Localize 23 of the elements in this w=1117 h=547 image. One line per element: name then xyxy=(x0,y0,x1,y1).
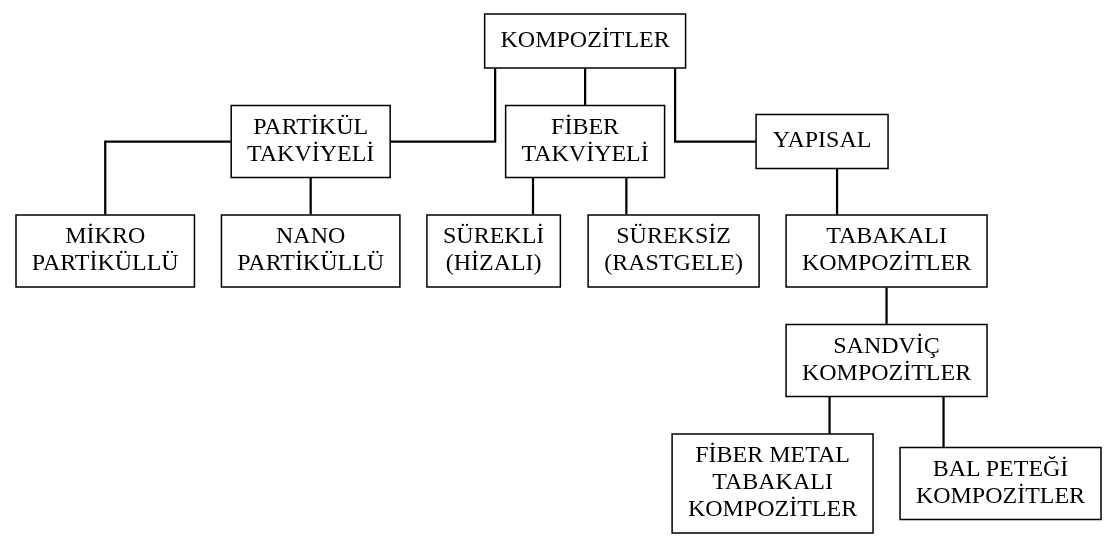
node-box: FİBER TAKVİYELİ xyxy=(504,104,666,179)
node-box: SÜREKLİ (HİZALI) xyxy=(426,214,562,288)
connector xyxy=(942,396,945,448)
connector xyxy=(673,68,756,143)
node-box: BAL PETEĞİ KOMPOZİTLER xyxy=(899,446,1102,521)
node-box: MİKRO PARTİKÜLLÜ xyxy=(15,214,196,288)
node-box: KOMPOZİTLER xyxy=(483,13,687,69)
node-box: PARTİKÜL TAKVİYELİ xyxy=(230,104,391,179)
node-box: SANDVİÇ KOMPOZİTLER xyxy=(785,323,988,398)
node-box: TABAKALI KOMPOZİTLER xyxy=(785,214,988,288)
connector xyxy=(584,68,587,106)
connector xyxy=(835,168,839,215)
connector xyxy=(531,178,535,215)
connector xyxy=(828,396,831,434)
connector xyxy=(625,178,628,215)
node-box: NANO PARTİKÜLLÜ xyxy=(220,214,401,288)
node-box: FİBER METAL TABAKALI KOMPOZİTLER xyxy=(671,433,874,534)
node-box: YAPISAL xyxy=(755,113,889,170)
connector xyxy=(309,178,312,215)
connector xyxy=(390,68,497,143)
connector xyxy=(885,287,888,324)
connector xyxy=(104,140,231,215)
node-box: SÜREKSİZ (RASTGELE) xyxy=(587,214,760,288)
